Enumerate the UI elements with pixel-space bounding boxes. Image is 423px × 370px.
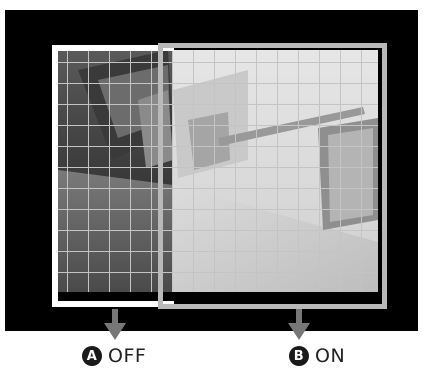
badge-a: A (82, 346, 102, 366)
label-off: A OFF (82, 345, 146, 367)
label-on: B ON (289, 345, 345, 367)
down-arrow-icon (104, 309, 126, 341)
label-on-text: ON (315, 345, 345, 367)
on-region-frame (158, 43, 387, 309)
down-arrow-icon (288, 309, 310, 341)
off-region-frame (52, 45, 174, 307)
label-off-text: OFF (108, 345, 146, 367)
badge-b: B (289, 346, 309, 366)
